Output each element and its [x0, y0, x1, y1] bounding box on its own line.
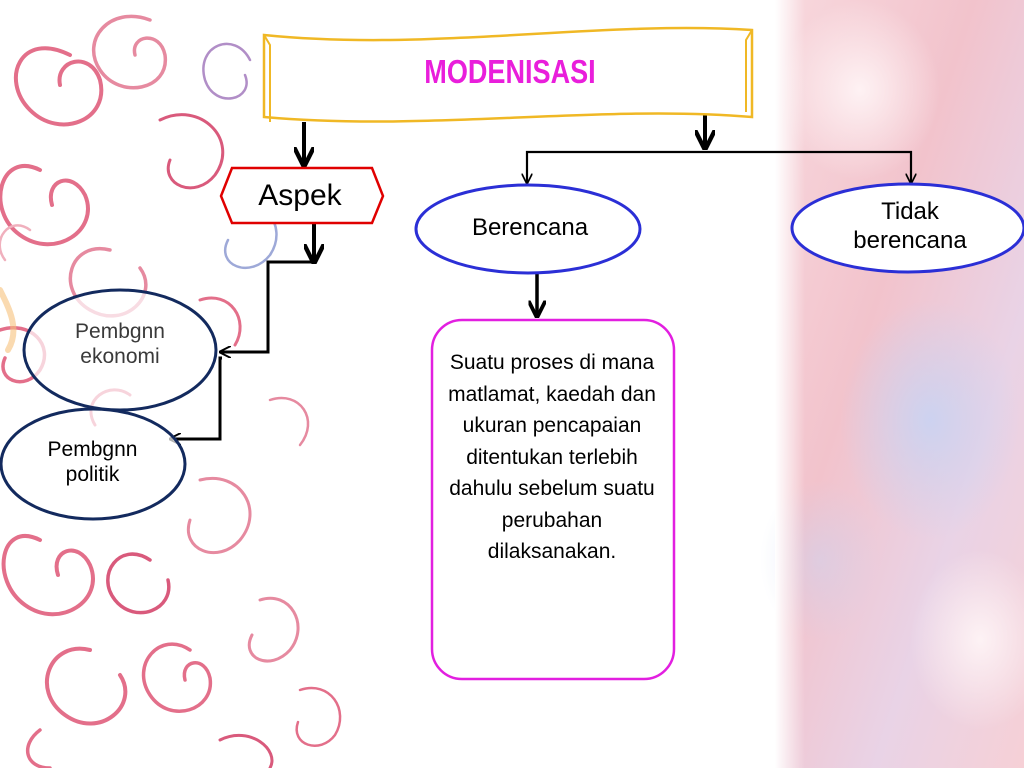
tidak-berencana-label: Tidak berencana — [853, 198, 967, 254]
berencana-node — [414, 183, 642, 275]
definition-label: Suatu proses di mana matlamat, kaedah da… — [448, 351, 656, 563]
pembgnn-ekonomi-label: Pembgnn ekonomi — [75, 320, 165, 369]
pembgnn-politik-label: Pembgnn politik — [47, 438, 138, 487]
title-banner — [262, 26, 754, 123]
berencana-label: Berencana — [471, 214, 589, 241]
connectors — [170, 104, 911, 439]
tidak-berencana-node — [790, 182, 1024, 274]
elbow-to-politik — [174, 356, 222, 441]
definition-node — [430, 318, 676, 681]
pembgnn-politik-node — [0, 407, 187, 521]
watercolor-background — [760, 0, 1024, 768]
aspek-node — [219, 166, 385, 225]
elbow-to-ekonomi — [222, 260, 314, 354]
diagram-title: MODENISASI — [424, 53, 596, 90]
aspek-label: Aspek — [258, 179, 342, 212]
